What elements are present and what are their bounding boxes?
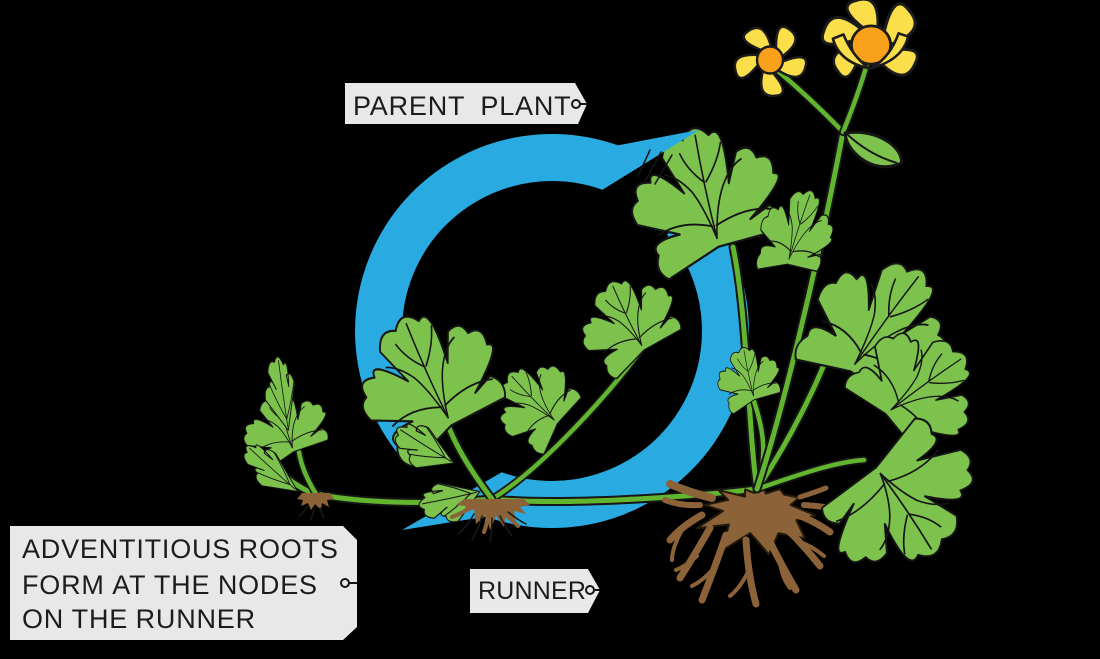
svg-text:PARENT PLANT: PARENT PLANT: [353, 91, 571, 121]
svg-text:ADVENTITIOUS ROOTS: ADVENTITIOUS ROOTS: [22, 534, 339, 564]
svg-text:RUNNER: RUNNER: [478, 577, 586, 605]
svg-text:FORM AT THE NODES: FORM AT THE NODES: [22, 570, 318, 600]
svg-text:ON THE RUNNER: ON THE RUNNER: [22, 604, 256, 634]
